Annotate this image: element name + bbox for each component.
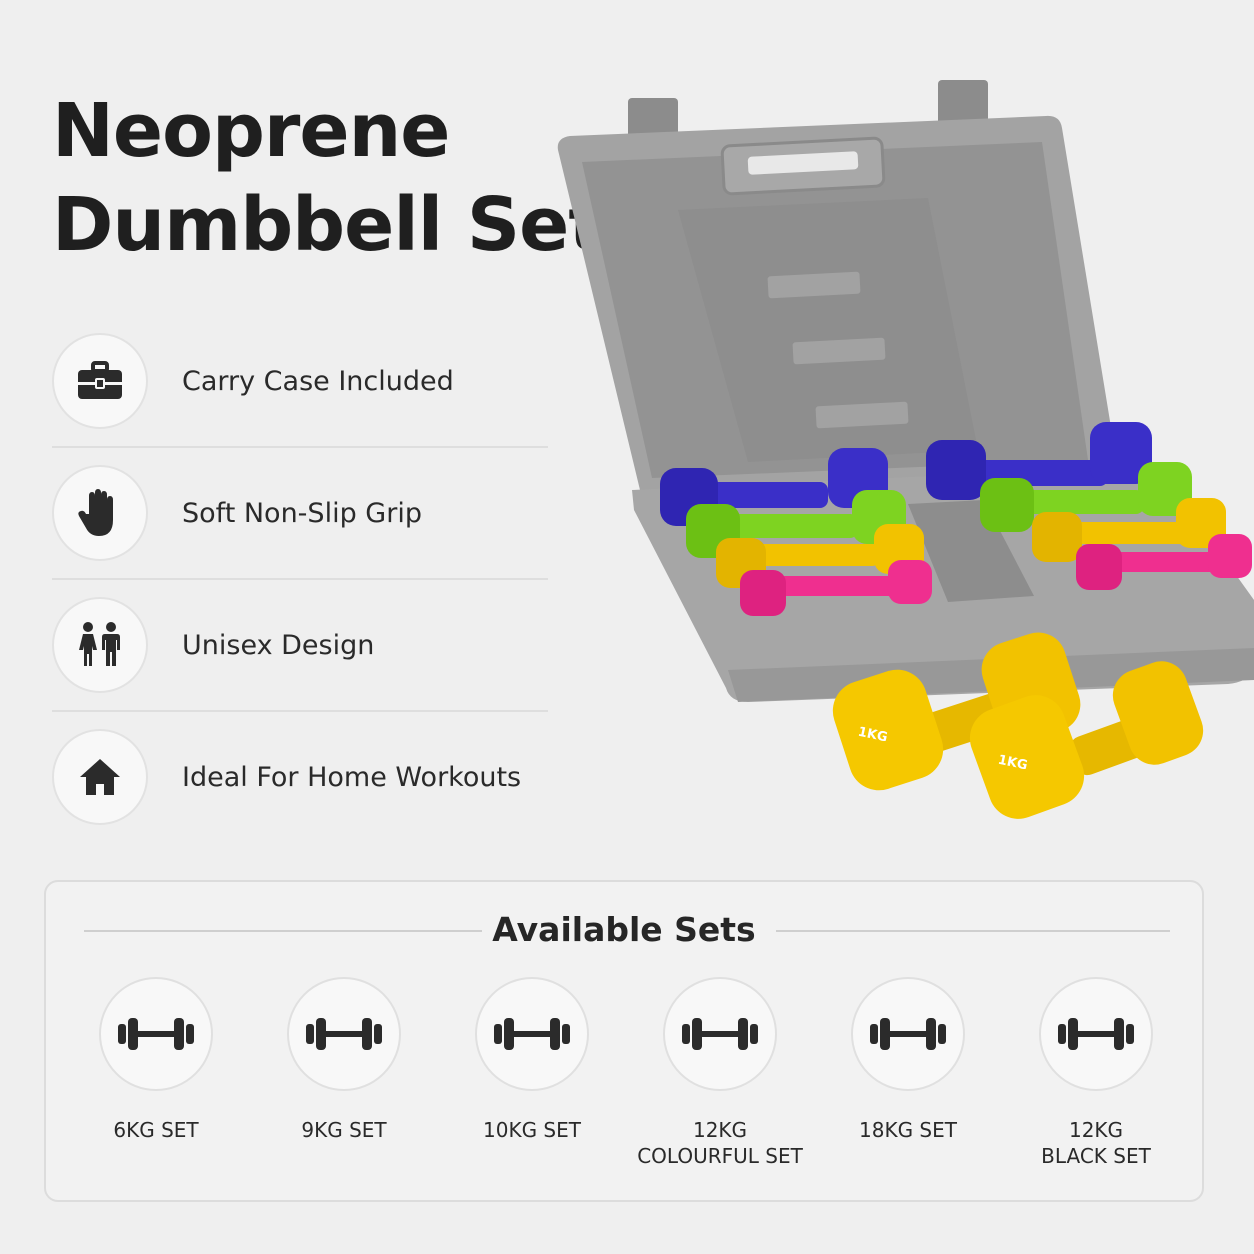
set-item-18kg[interactable]: 18KG SET <box>813 977 1003 1143</box>
divider-right <box>776 930 1170 932</box>
set-item-12kg-colourful[interactable]: 12KG COLOURFUL SET <box>625 977 815 1169</box>
feature-item-unisex: Unisex Design <box>52 580 548 712</box>
divider-left <box>84 930 482 932</box>
dumbbell-icon <box>1039 977 1153 1091</box>
set-item-6kg[interactable]: 6KG SET <box>61 977 251 1143</box>
dumbbell-yellow-right <box>1032 498 1226 562</box>
set-label: 12KG COLOURFUL SET <box>637 1118 803 1168</box>
feature-label: Carry Case Included <box>182 365 454 397</box>
hand-icon <box>52 465 148 561</box>
product-image: 1KG 1KG <box>548 70 1254 830</box>
dumbbell-icon <box>851 977 965 1091</box>
feature-item-grip: Soft Non-Slip Grip <box>52 448 548 580</box>
dumbbell-pink-left <box>740 560 932 616</box>
available-sets-title: Available Sets <box>492 910 756 949</box>
dumbbell-weight-label: 1KG <box>857 725 889 746</box>
sets-list: 6KG SET 9KG SET 10KG SET 12KG COLOURFUL … <box>46 977 1202 1177</box>
dumbbell-icon <box>99 977 213 1091</box>
briefcase-icon <box>52 333 148 429</box>
dumbbell-icon <box>475 977 589 1091</box>
set-label: 18KG SET <box>859 1118 957 1142</box>
home-icon <box>52 729 148 825</box>
page-title: Neoprene Dumbbell Set <box>52 84 604 272</box>
feature-item-home: Ideal For Home Workouts <box>52 712 548 842</box>
set-label: 6KG SET <box>113 1118 199 1142</box>
case-lid <box>557 115 1118 490</box>
people-icon <box>52 597 148 693</box>
dumbbell-yellow-loose-front: 1KG <box>969 661 1204 819</box>
feature-item-carry-case: Carry Case Included <box>52 316 548 448</box>
set-item-12kg-black[interactable]: 12KG BLACK SET <box>1001 977 1191 1169</box>
set-label: 9KG SET <box>301 1118 387 1142</box>
set-item-10kg[interactable]: 10KG SET <box>437 977 627 1143</box>
feature-label: Unisex Design <box>182 629 375 661</box>
dumbbell-weight-label: 1KG <box>997 753 1029 774</box>
title-line-2: Dumbbell Set <box>52 182 604 268</box>
title-line-1: Neoprene <box>52 88 450 174</box>
feature-label: Ideal For Home Workouts <box>182 761 522 793</box>
dumbbell-pink-right <box>1076 534 1252 590</box>
feature-list: Carry Case Included Soft Non-Slip Grip U… <box>52 316 548 842</box>
dumbbell-icon <box>663 977 777 1091</box>
feature-label: Soft Non-Slip Grip <box>182 497 422 529</box>
set-label: 10KG SET <box>483 1118 581 1142</box>
available-sets-header: Available Sets <box>46 910 1202 950</box>
dumbbell-green-right <box>980 462 1192 532</box>
available-sets-panel: Available Sets 6KG SET 9KG SET 10KG SET <box>44 880 1204 1202</box>
set-label: 12KG BLACK SET <box>1041 1118 1151 1168</box>
dumbbell-icon <box>287 977 401 1091</box>
set-item-9kg[interactable]: 9KG SET <box>249 977 439 1143</box>
